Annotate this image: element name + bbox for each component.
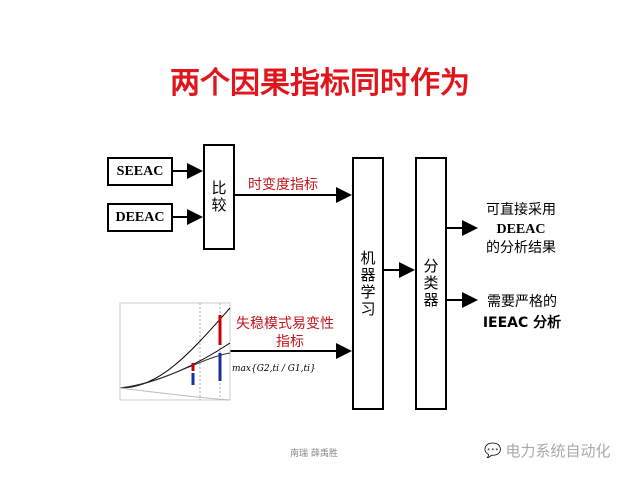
wechat-icon: 💬 — [484, 442, 502, 459]
watermark: 💬 电力系统自动化 — [484, 440, 610, 461]
output-2: 需要严格的 IEEAC 分析 — [476, 292, 568, 334]
ml-box: 机器学习 — [352, 157, 384, 410]
max-formula: max{G2,ti / G1,ti} — [232, 364, 316, 374]
classifier-box: 分类器 — [415, 157, 447, 410]
mini-chart — [119, 302, 231, 401]
mode-variation-label-2: 指标 — [276, 334, 304, 350]
watermark-text: 电力系统自动化 — [505, 442, 611, 460]
mode-variation-label-1: 失稳模式易变性 — [236, 316, 334, 332]
output-2-line-2: IEEAC 分析 — [482, 315, 562, 331]
seeac-label: SEEAC — [116, 163, 164, 179]
seeac-box: SEEAC — [107, 157, 173, 186]
compare-label: 比较 — [209, 180, 228, 214]
output-1-line-2: DEEAC — [496, 222, 546, 237]
ml-label: 机器学习 — [358, 249, 377, 318]
deeac-label: DEEAC — [115, 209, 165, 225]
compare-box: 比较 — [203, 144, 235, 250]
deeac-box: DEEAC — [107, 203, 173, 232]
output-1-line-3: 的分析结果 — [486, 240, 556, 256]
time-variation-label: 时变度指标 — [248, 177, 318, 193]
output-1: 可直接采用 DEEAC 的分析结果 — [478, 201, 564, 258]
footer-author: 南瑞 薛禹胜 — [290, 449, 338, 459]
output-2-line-1: 需要严格的 — [487, 294, 557, 310]
classifier-label: 分类器 — [421, 258, 440, 309]
slide-title: 两个因果指标同时作为 — [170, 66, 470, 101]
output-1-line-1: 可直接采用 — [486, 202, 556, 218]
